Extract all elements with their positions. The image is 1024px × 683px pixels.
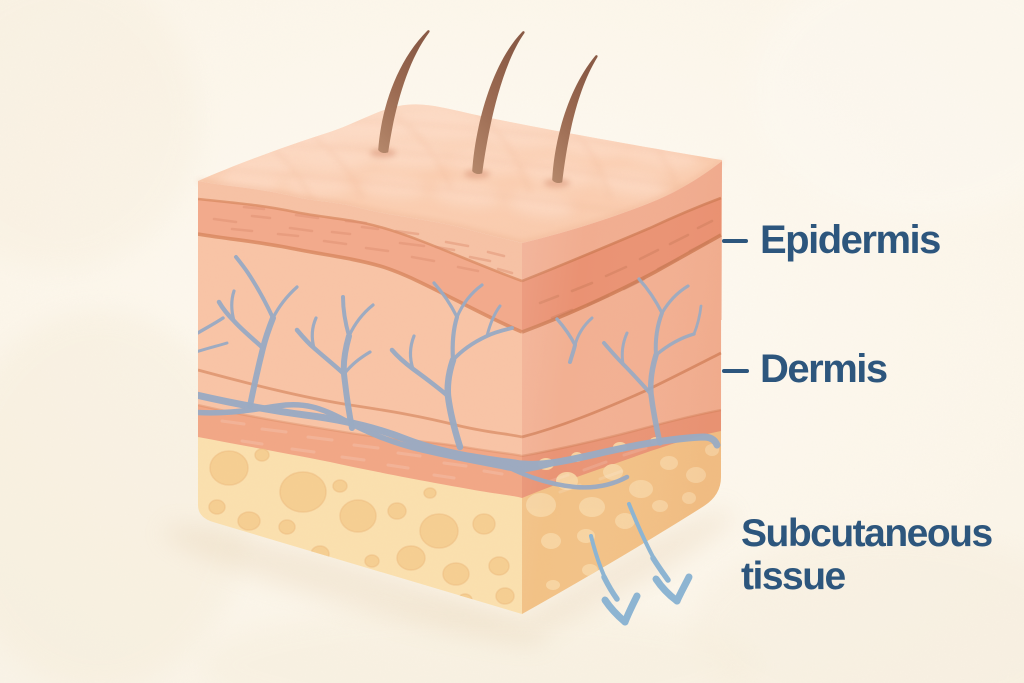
dermis-label: Dermis: [760, 347, 888, 391]
subcutaneous-label-line1: Subcutaneous: [741, 512, 993, 555]
epidermis-label: Epidermis: [760, 218, 941, 262]
epidermis-leader-line: [722, 239, 748, 243]
dermis-leader-line: [722, 369, 749, 373]
subcutaneous-label-line2: tissue: [741, 555, 846, 598]
